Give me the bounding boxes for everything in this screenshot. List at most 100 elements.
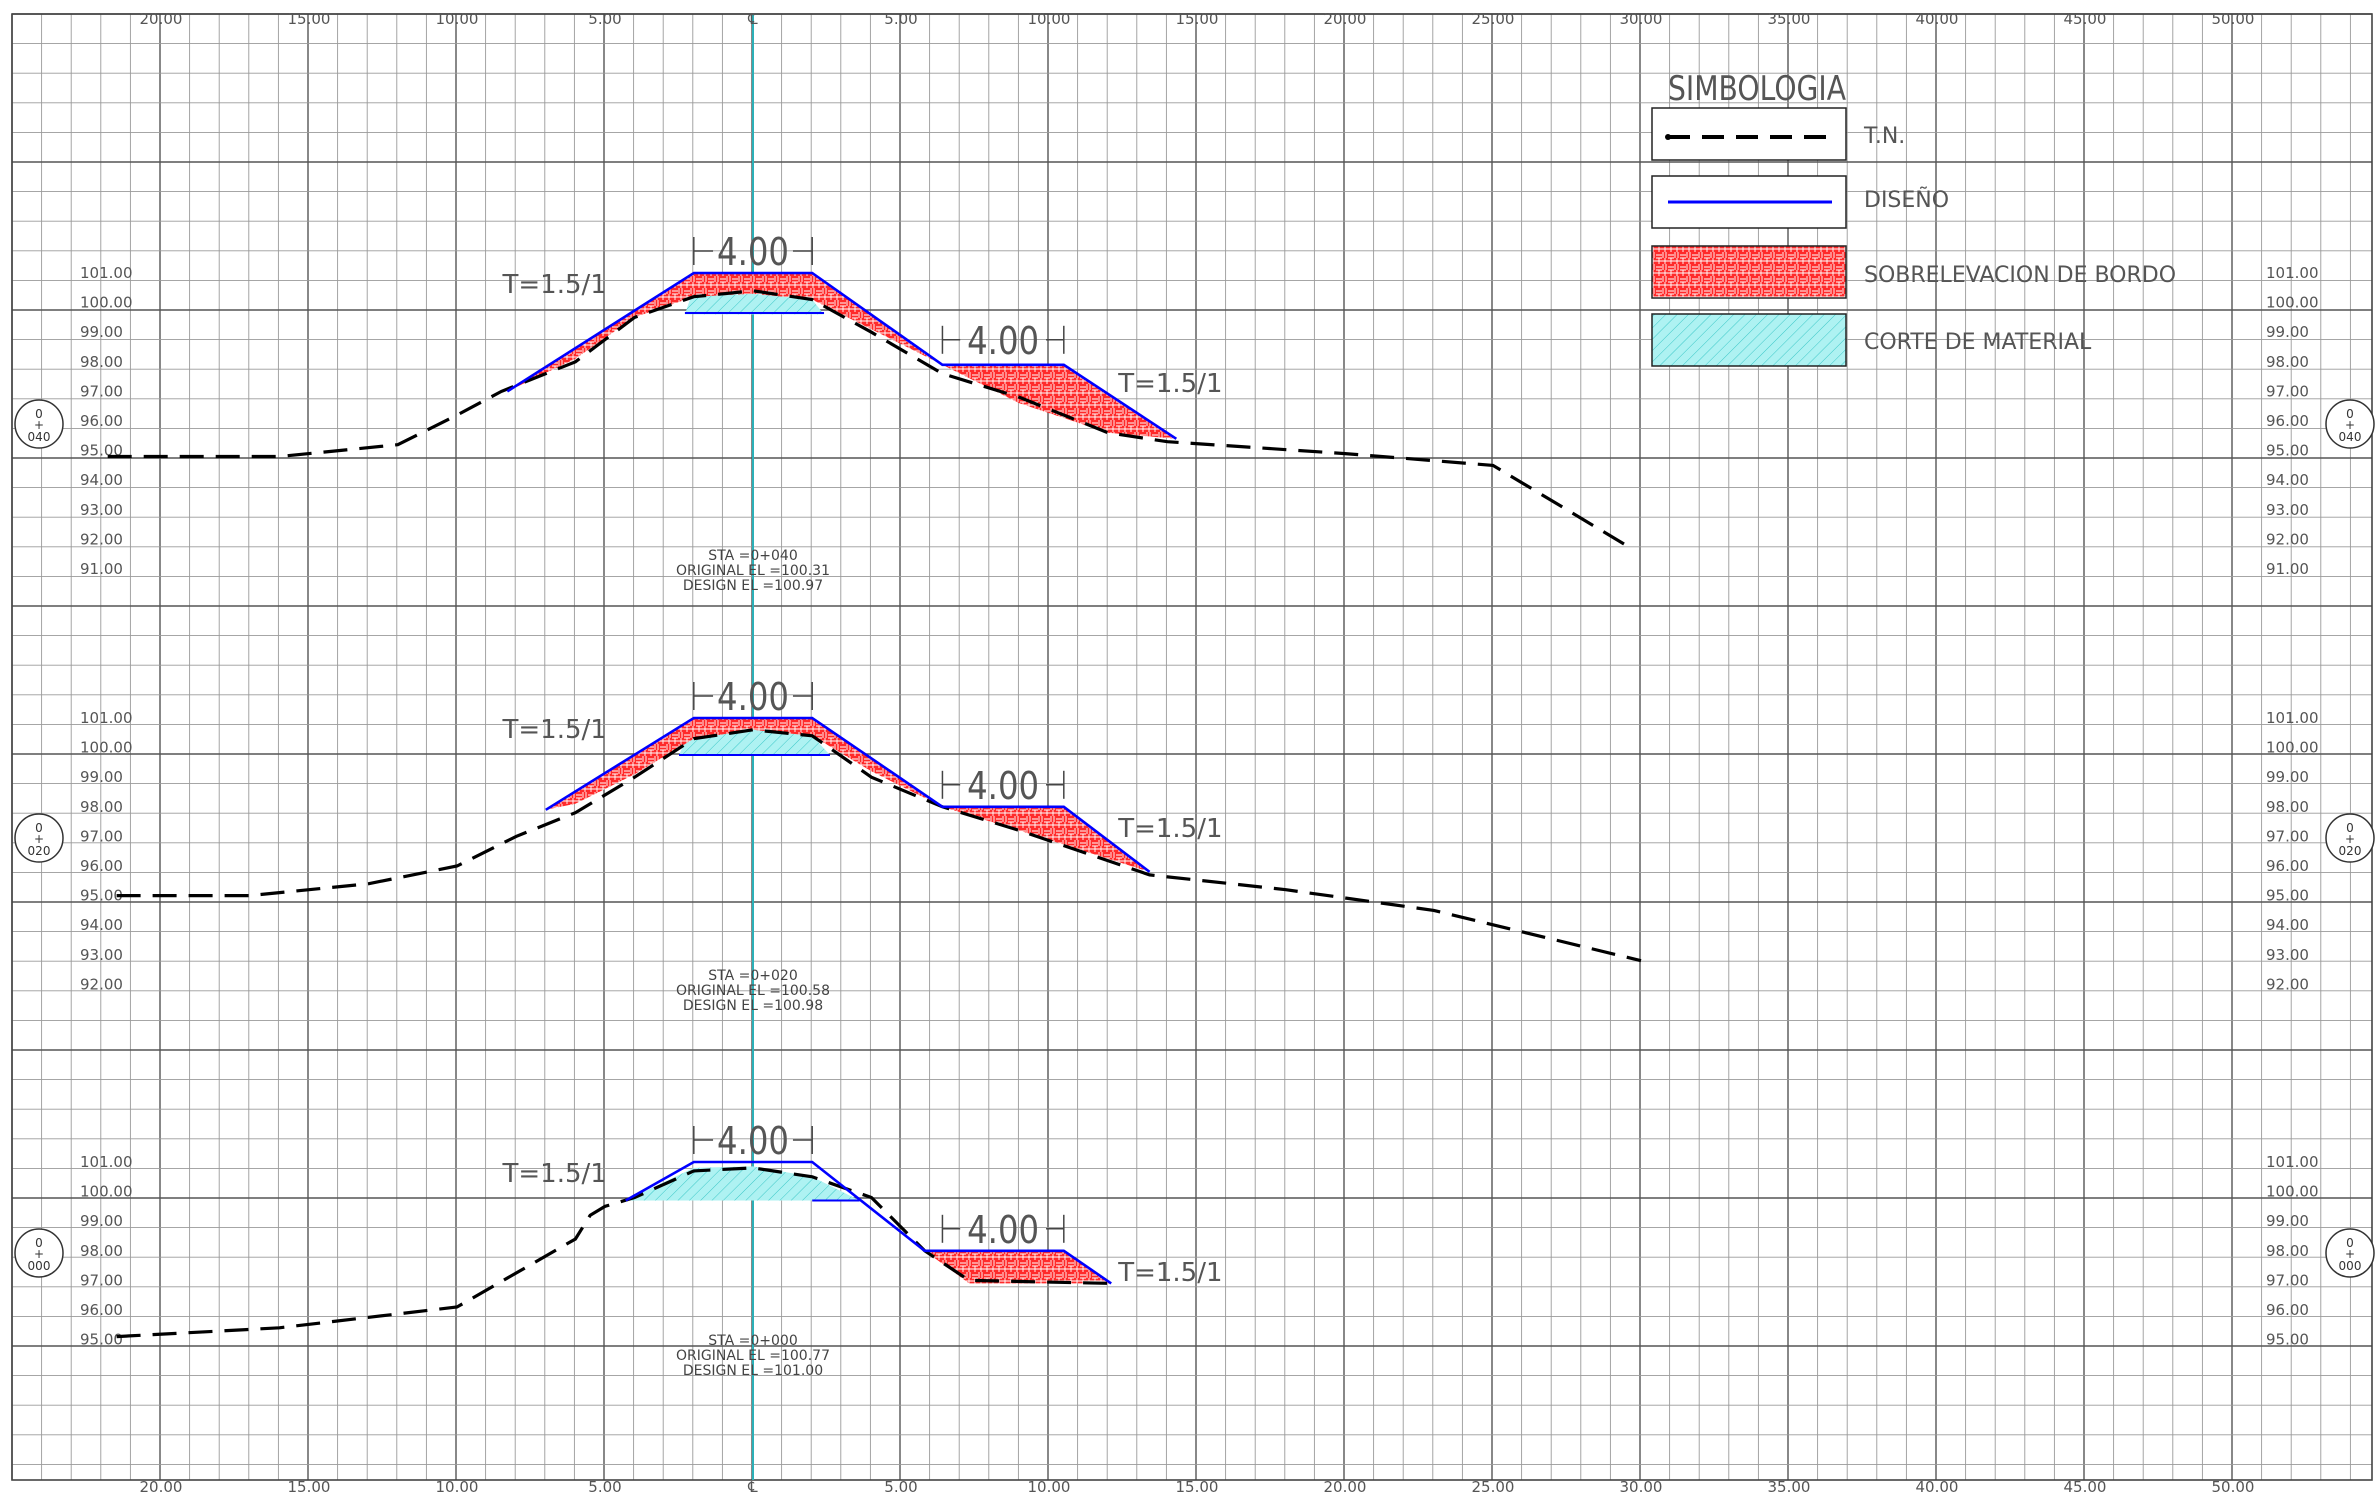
- legend-label-tn: T.N.: [1863, 124, 1905, 149]
- bottom-axis-label: 10.00: [1028, 1478, 1071, 1494]
- top-axis-label: 10.00: [436, 10, 479, 28]
- elevation-label-left: 98.00: [80, 353, 123, 371]
- bottom-axis-label: 5.00: [588, 1478, 621, 1494]
- station-info-line: DESIGN EL =100.97: [683, 578, 823, 594]
- berm-dimension: 4.00: [941, 1208, 1065, 1252]
- station-circle: [14, 813, 64, 863]
- elevation-label-left: 100.00: [80, 739, 133, 757]
- station-info-line: ORIGINAL EL =100.77: [676, 1348, 830, 1364]
- elevation-label-left: 100.00: [80, 1183, 133, 1201]
- legend-dot: [1665, 134, 1671, 140]
- elevation-label-right: 92.00: [2266, 530, 2309, 548]
- top-axis-label: 45.00: [2064, 10, 2107, 28]
- legend-swatch-cut: [1651, 313, 1847, 367]
- elevation-label-left: 100.00: [80, 294, 133, 312]
- elevation-label-right: 97.00: [2266, 827, 2309, 845]
- elevation-label-right: 98.00: [2266, 353, 2309, 371]
- elevation-label-right: 98.00: [2266, 798, 2309, 816]
- fill-area: [942, 364, 1177, 439]
- fill-area: [924, 1250, 1112, 1284]
- top-axis-label: 5.00: [588, 10, 621, 28]
- design-line: [545, 716, 1151, 873]
- elevation-label-left: 92.00: [80, 530, 123, 548]
- station-circle: [14, 399, 64, 449]
- elevation-label-right: 98.00: [2266, 1242, 2309, 1260]
- station-top: 0: [35, 821, 43, 835]
- top-axis-label: 30.00: [1620, 10, 1663, 28]
- elevation-label-left: 98.00: [80, 798, 123, 816]
- bottom-axis-label: 35.00: [1768, 1478, 1811, 1494]
- elevation-label-right: 100.00: [2266, 294, 2319, 312]
- legend-label-design: DISEÑO: [1864, 186, 1949, 213]
- bottom-axis-label: 15.00: [288, 1478, 331, 1494]
- top-axis-label: 50.00: [2212, 10, 2255, 28]
- elevation-label-right: 96.00: [2266, 412, 2309, 430]
- bottom-axis-label: ℄: [747, 1478, 758, 1494]
- elevation-label-right: 99.00: [2266, 323, 2309, 341]
- elevation-label-right: 99.00: [2266, 1212, 2309, 1230]
- station-mid: +: [2345, 1247, 2355, 1261]
- station-info-line: STA =0+000: [708, 1333, 797, 1349]
- elevation-label-right: 95.00: [2266, 887, 2309, 905]
- elevation-label-left: 94.00: [80, 916, 123, 934]
- station-info-line: STA =0+040: [708, 548, 797, 564]
- elevation-label-right: 97.00: [2266, 1271, 2309, 1289]
- bottom-axis-label: 5.00: [884, 1478, 917, 1494]
- crest-dimension: 4.00: [693, 230, 813, 274]
- elevation-label-left: 99.00: [80, 323, 123, 341]
- station-circle: [2325, 1228, 2375, 1278]
- elevation-label-right: 92.00: [2266, 975, 2309, 993]
- crest-width-label: 4.00: [717, 1119, 789, 1163]
- bottom-axis-label: 10.00: [436, 1478, 479, 1494]
- fill-area: [942, 806, 1150, 872]
- elevation-label-left: 97.00: [80, 827, 123, 845]
- station-bubble-left: 0+040: [14, 399, 64, 449]
- elevation-label-right: 97.00: [2266, 382, 2309, 400]
- elevation-label-left: 91.00: [80, 560, 123, 578]
- elevation-label-left: 99.00: [80, 1212, 123, 1230]
- station-bubble-right: 0+040: [2325, 399, 2375, 449]
- elevation-label-right: 91.00: [2266, 560, 2309, 578]
- crest-dimension: 4.00: [693, 1119, 813, 1163]
- top-axis-label: 25.00: [1472, 10, 1515, 28]
- station-mid: +: [2345, 832, 2355, 846]
- berm-dimension: 4.00: [941, 764, 1065, 808]
- elevation-label-right: 95.00: [2266, 1331, 2309, 1349]
- slope-label-left: T=1.5/1: [502, 1159, 607, 1189]
- legend-label-fill: SOBRELEVACION DE BORDO: [1864, 263, 2176, 288]
- fill-area: [507, 273, 943, 392]
- elevation-label-right: 101.00: [2266, 709, 2319, 727]
- elevation-label-right: 100.00: [2266, 1183, 2319, 1201]
- station-top: 0: [35, 407, 43, 421]
- legend-swatch-tn: [1651, 107, 1847, 161]
- sections: 101.00 101.00 100.00 100.00 99.00 99.00 98.00 9…: [14, 230, 2375, 1379]
- station-bottom: 020: [28, 844, 51, 858]
- station-top: 0: [2346, 821, 2354, 835]
- station-top: 0: [2346, 407, 2354, 421]
- elevation-label-right: 101.00: [2266, 1153, 2319, 1171]
- station-bottom: 020: [2339, 844, 2362, 858]
- elevation-label-right: 96.00: [2266, 1301, 2309, 1319]
- elevation-label-right: 99.00: [2266, 768, 2309, 786]
- crest-width-label: 4.00: [717, 230, 789, 274]
- ground-line: [107, 289, 1628, 547]
- station-bottom: 040: [28, 430, 51, 444]
- fill-area: [545, 718, 943, 810]
- bottom-axis-label: 20.00: [1324, 1478, 1367, 1494]
- elevation-label-right: 94.00: [2266, 471, 2309, 489]
- berm-width-label: 4.00: [967, 764, 1039, 808]
- crest-width-label: 4.00: [717, 675, 789, 719]
- top-axis-label: 5.00: [884, 10, 917, 28]
- station-mid: +: [2345, 418, 2355, 432]
- top-axis-label: 10.00: [1028, 10, 1071, 28]
- station-mid: +: [34, 1247, 44, 1261]
- legend-title: SIMBOLOGIA: [1668, 69, 1846, 109]
- legend-item-fill: SOBRELEVACION DE BORDO: [1651, 245, 2176, 299]
- bottom-axis-label: 20.00: [140, 1478, 183, 1494]
